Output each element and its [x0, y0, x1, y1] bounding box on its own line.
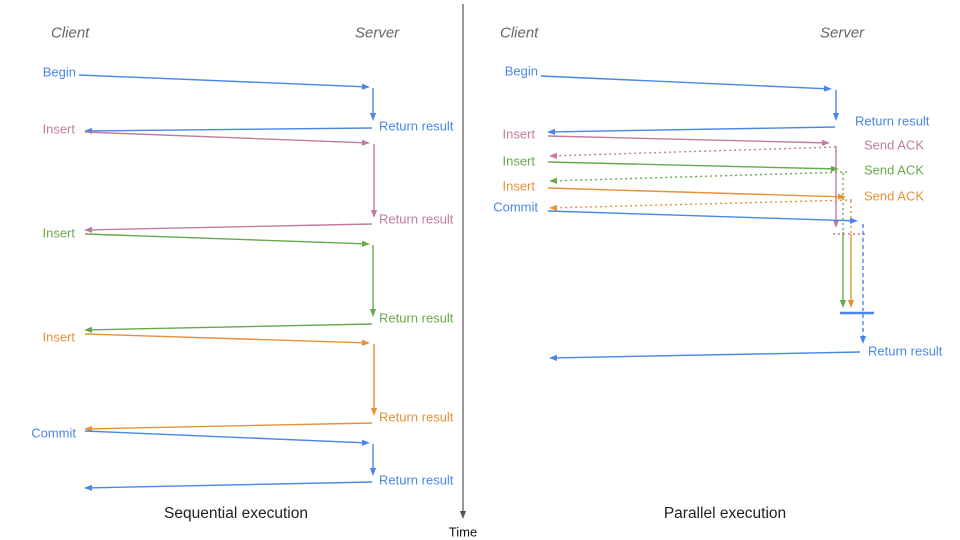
sequential-insert1-return: [88, 223, 373, 231]
label-begin: Begin: [42, 64, 76, 80]
sequential-insert1-return-arrowhead: [84, 226, 93, 233]
label-return-result: Return result: [868, 343, 943, 359]
parallel-insert3-ack-arrowhead: [549, 204, 558, 211]
sequential-insert2-request-arrowhead: [361, 240, 370, 247]
parallel-insert2-ack: [553, 171, 848, 182]
parallel-begin-request-arrowhead: [823, 85, 832, 92]
label-send-ack: Send ACK: [864, 188, 924, 204]
label-return-result: Return result: [855, 113, 930, 129]
sequential-begin-request: [78, 74, 366, 88]
label-send-ack: Send ACK: [864, 162, 924, 178]
sequential-insert3-return-arrowhead: [84, 425, 93, 432]
sequential-insert2-return-arrowhead: [84, 326, 93, 333]
sequential-insert3-return: [88, 422, 373, 430]
sequential-insert2-request: [84, 233, 366, 245]
sequential-insert2-return: [88, 323, 373, 331]
parallel-insert3-request: [547, 187, 842, 198]
server-header-sequential: Server: [355, 24, 400, 42]
client-header-sequential: Client: [51, 24, 90, 42]
label-commit: Commit: [493, 199, 538, 215]
parallel-insert3-server-exec-arrowhead: [847, 300, 855, 308]
parallel-insert1-request: [547, 135, 826, 144]
label-return-result: Return result: [379, 310, 454, 326]
parallel-commit-return-arrowhead: [549, 354, 558, 361]
parallel-commit-exec-arrowhead: [859, 336, 867, 344]
parallel-commit-return: [553, 351, 861, 359]
label-commit: Commit: [31, 425, 76, 441]
sequential-begin-server-exec-arrowhead: [369, 113, 377, 121]
sequential-commit-server-exec-arrowhead: [369, 468, 377, 476]
sequential-begin-return-arrowhead: [84, 127, 93, 135]
parallel-commit-request: [547, 210, 854, 222]
time-axis-label: Time: [448, 524, 478, 540]
label-return-result: Return result: [379, 118, 454, 134]
label-insert: Insert: [42, 225, 75, 241]
server-header-parallel: Server: [820, 24, 865, 42]
sequential-execution-title: Sequential execution: [164, 505, 308, 522]
parallel-begin-return-arrowhead: [547, 128, 556, 135]
label-begin: Begin: [504, 63, 538, 79]
parallel-execution-title: Parallel execution: [663, 505, 787, 522]
sequential-commit-return-arrowhead: [84, 484, 93, 491]
sequential-begin-request-arrowhead: [361, 83, 370, 90]
parallel-insert2-request: [547, 161, 835, 170]
parallel-insert3-ack: [553, 199, 853, 209]
parallel-insert1-server-exec-arrowhead: [832, 220, 840, 228]
label-insert: Insert: [502, 126, 535, 142]
time-axis-arrow-arrowhead: [459, 511, 467, 519]
sequential-begin-return: [88, 127, 373, 132]
parallel-begin-server-exec-arrowhead: [832, 113, 840, 121]
parallel-insert2-server-exec-arrowhead: [839, 300, 847, 308]
parallel-begin-return: [551, 126, 836, 133]
label-return-result: Return result: [379, 211, 454, 227]
parallel-insert2-ack-arrowhead: [549, 177, 558, 184]
sequential-commit-request: [84, 430, 366, 444]
parallel-insert3-request-arrowhead: [837, 193, 846, 200]
parallel-commit-request-arrowhead: [849, 217, 858, 224]
label-insert: Insert: [502, 178, 535, 194]
sequential-commit-request-arrowhead: [361, 439, 370, 446]
sequential-insert1-request: [84, 131, 366, 144]
parallel-insert1-request-arrowhead: [821, 139, 830, 146]
label-return-result: Return result: [379, 472, 454, 488]
client-header-parallel: Client: [500, 24, 539, 42]
sequential-insert3-request-arrowhead: [361, 339, 370, 346]
sequential-insert3-request: [84, 333, 366, 344]
parallel-begin-request: [540, 75, 828, 90]
parallel-insert1-ack: [553, 146, 837, 157]
label-insert: Insert: [42, 329, 75, 345]
sequential-commit-return: [88, 481, 373, 489]
sequential-insert1-server-exec-arrowhead: [370, 210, 378, 218]
sequential-insert3-server-exec-arrowhead: [370, 408, 378, 416]
label-return-result: Return result: [379, 409, 454, 425]
label-insert: Insert: [502, 153, 535, 169]
label-insert: Insert: [42, 121, 75, 137]
sequential-insert2-server-exec-arrowhead: [369, 309, 377, 317]
parallel-insert1-ack-arrowhead: [549, 152, 558, 159]
label-send-ack: Send ACK: [864, 137, 924, 153]
parallel-insert2-request-arrowhead: [830, 165, 839, 172]
sequential-insert1-request-arrowhead: [361, 139, 370, 146]
